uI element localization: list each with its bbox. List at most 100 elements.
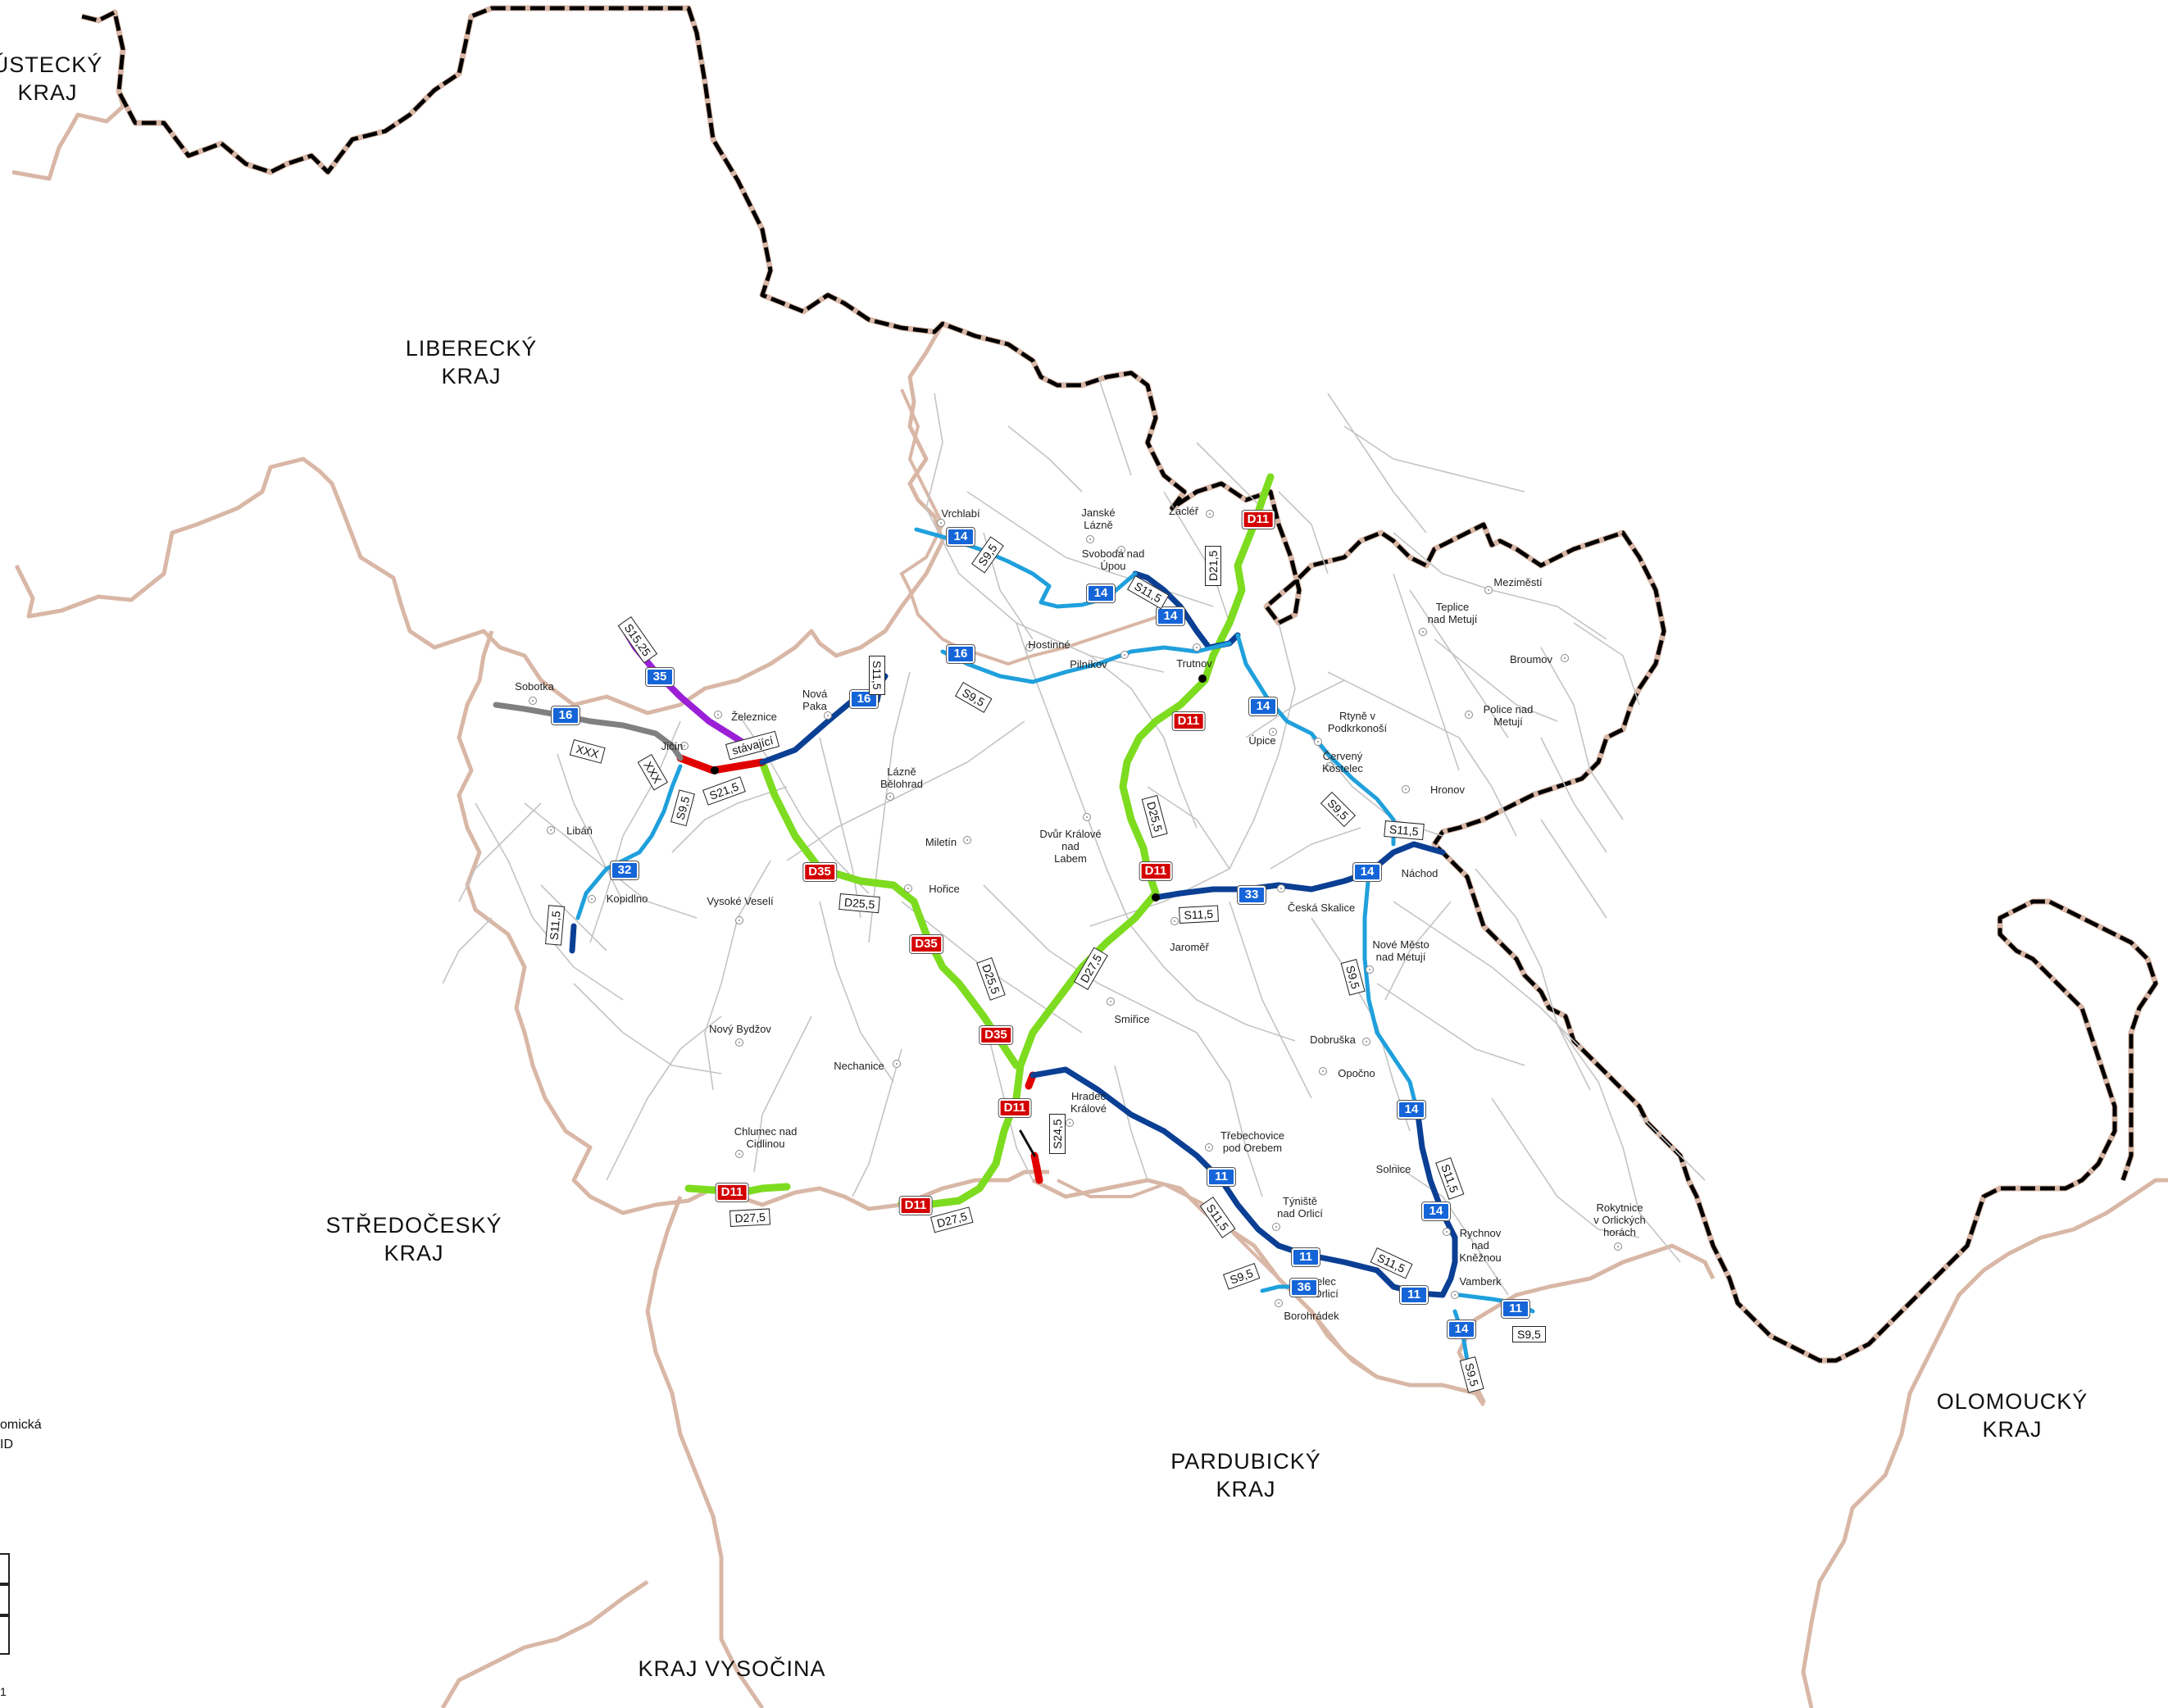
- region-border-vysocina: [645, 1196, 765, 1708]
- region-border-olomoucky: [1801, 1178, 2168, 1708]
- city-chlumec: Chlumec nad Cidlinou: [734, 1125, 798, 1150]
- city-opocno: Opočno: [1338, 1067, 1375, 1079]
- road-shield-d35[interactable]: D35: [803, 863, 836, 881]
- road-shield-d11[interactable]: D11: [1172, 712, 1205, 730]
- road-shield-11[interactable]: 11: [1502, 1300, 1529, 1318]
- kraj-hk-outline: [899, 388, 1485, 1407]
- road-shield-36[interactable]: 36: [1290, 1279, 1318, 1297]
- road-shield-32[interactable]: 32: [611, 861, 639, 879]
- city-dot: [904, 884, 912, 893]
- route-grey-16: [493, 702, 684, 761]
- city-dobruska: Dobruška: [1310, 1033, 1356, 1046]
- city-libun: Libáň: [566, 824, 593, 837]
- city-dot: [1362, 1038, 1370, 1046]
- region-label-stredocesky: STŘEDOČESKÝ KRAJ: [325, 1213, 502, 1265]
- road-shield-d35[interactable]: D35: [910, 935, 943, 953]
- road-shield-14[interactable]: 14: [1448, 1320, 1475, 1338]
- road-shield-14[interactable]: 14: [1157, 607, 1184, 625]
- city-dot: [1083, 813, 1091, 821]
- road-shield-11[interactable]: 11: [1292, 1248, 1320, 1266]
- city-dot: [1314, 738, 1322, 746]
- road-shield-d11[interactable]: D11: [1242, 511, 1275, 529]
- city-dot: [1325, 762, 1334, 770]
- legend-fragment-number: 1: [0, 1685, 7, 1698]
- city-jicin: Jičín: [661, 740, 684, 752]
- road-category-label: D25,5: [839, 893, 881, 914]
- road-shield-11[interactable]: 11: [1207, 1168, 1235, 1186]
- road-shield-d35[interactable]: D35: [979, 1026, 1012, 1044]
- city-upice: Úpice: [1248, 734, 1276, 747]
- city-hradec-kralove: Hradec Králové: [1070, 1090, 1107, 1115]
- city-dot: [1419, 628, 1427, 636]
- route-darkblue-11: [1029, 1066, 1446, 1298]
- city-dot: [937, 519, 945, 527]
- city-dot: [1277, 884, 1285, 893]
- city-dot: [735, 1150, 743, 1158]
- road-category-label: S11,5: [1384, 820, 1425, 841]
- city-dot: [735, 1038, 743, 1047]
- city-teplice: Teplice nad Metují: [1427, 601, 1478, 625]
- city-dot: [735, 916, 743, 924]
- road-shield-33[interactable]: 33: [1238, 886, 1266, 904]
- legend-fragment-box: [0, 1584, 10, 1615]
- region-label-liberecky: LIBERECKÝ KRAJ: [405, 336, 538, 388]
- road-shield-14[interactable]: 14: [1422, 1202, 1450, 1220]
- city-dot: [1120, 651, 1129, 659]
- road-category-label: S11,5: [545, 905, 566, 946]
- road-shield-d11[interactable]: D11: [716, 1183, 748, 1202]
- city-dot: [1275, 1299, 1283, 1307]
- city-dot: [1170, 917, 1179, 925]
- road-category-label: S11,5: [1179, 905, 1219, 924]
- city-dot: [547, 826, 555, 834]
- region-label-olomoucky: OLOMOUCKÝ KRAJ: [1936, 1389, 2088, 1442]
- city-dvur-kralove: Dvůr Králové nad Labem: [1039, 828, 1102, 865]
- city-dot: [1205, 1143, 1213, 1152]
- city-trebechovice: Třebechovice pod Orebem: [1220, 1129, 1285, 1154]
- route-d35: [758, 758, 1020, 1070]
- city-hostinne: Hostinné: [1028, 638, 1070, 651]
- city-zacler: Žacléř: [1168, 505, 1199, 517]
- road-shield-d11[interactable]: D11: [899, 1197, 932, 1215]
- city-novy-bydzov: Nový Bydžov: [709, 1023, 771, 1035]
- city-dot: [1066, 1119, 1074, 1127]
- city-police: Police nad Metují: [1483, 703, 1534, 728]
- city-rychnov: Rychnov nad Kněžnou: [1459, 1227, 1502, 1264]
- road-shield-14[interactable]: 14: [1249, 697, 1277, 715]
- city-jaromer: Jaroměř: [1170, 941, 1209, 953]
- city-dot: [1107, 997, 1115, 1006]
- road-shield-35[interactable]: 35: [646, 668, 674, 686]
- road-shield-11[interactable]: 11: [1400, 1286, 1428, 1304]
- road-shield-14[interactable]: 14: [947, 528, 975, 546]
- city-dot: [1443, 1228, 1451, 1236]
- junction-jaromer: [1152, 893, 1160, 902]
- city-svoboda: Svoboda nad Úpou: [1081, 547, 1145, 572]
- city-cerveny-kostelec: Červený Kostelec: [1322, 750, 1363, 775]
- route-darkblue-33: [1152, 841, 1446, 901]
- road-shield-14[interactable]: 14: [1353, 863, 1381, 881]
- city-mezimesti: Meziměstí: [1493, 576, 1543, 588]
- route-darkblue-14-south: [1415, 1111, 1458, 1298]
- road-shield-14[interactable]: 14: [1087, 584, 1115, 602]
- city-dot: [588, 895, 596, 903]
- region-border-stredocesky: [457, 630, 1049, 1215]
- road-shield-16[interactable]: 16: [552, 706, 579, 725]
- city-janske-lazne: Janské Lázně: [1081, 506, 1116, 531]
- region-label-vysocina: KRAJ VYSOČINA: [638, 1656, 826, 1681]
- legend-fragment-text: omická: [0, 1418, 42, 1432]
- city-dot: [1025, 643, 1034, 652]
- city-nechanice: Nechanice: [834, 1060, 884, 1072]
- city-dot: [1402, 785, 1410, 793]
- route-d11-north: [898, 473, 1275, 1209]
- road-shield-d11[interactable]: D11: [1139, 862, 1172, 880]
- city-vamberk: Vamberk: [1459, 1275, 1502, 1288]
- legend-fragment-text: ID: [0, 1438, 13, 1451]
- route-black-s245: [1019, 1129, 1036, 1157]
- city-dot: [824, 711, 832, 720]
- legend-fragment-box: [0, 1615, 10, 1655]
- route-lightblue-32: [575, 764, 683, 920]
- road-shield-16[interactable]: 16: [947, 645, 975, 663]
- city-sobotka: Sobotka: [515, 680, 554, 693]
- road-shield-14[interactable]: 14: [1398, 1101, 1425, 1119]
- road-shield-d11[interactable]: D11: [998, 1099, 1031, 1117]
- city-nove-mesto: Nové Město nad Metují: [1372, 938, 1429, 963]
